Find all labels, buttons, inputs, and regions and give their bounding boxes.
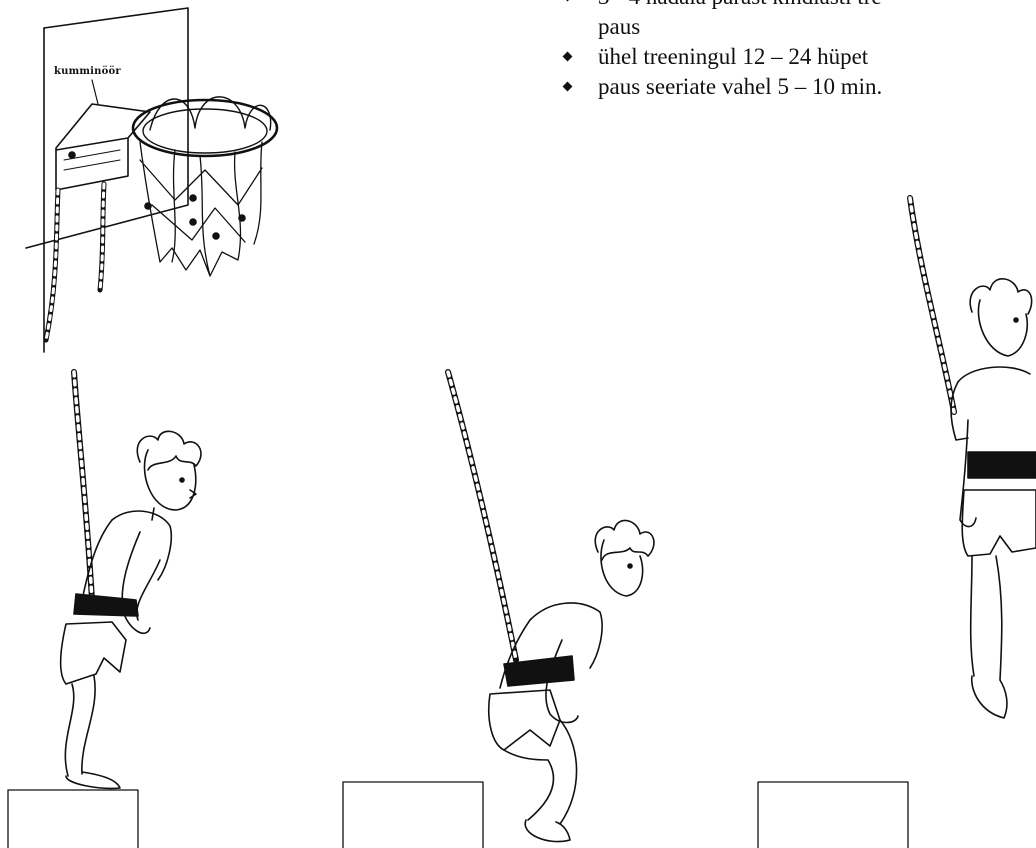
hoop-bracket bbox=[56, 104, 150, 150]
jumper-figure-1 bbox=[61, 372, 201, 788]
jump-box-2 bbox=[343, 782, 483, 848]
jumper-figure-3 bbox=[910, 198, 1036, 718]
jump-box-3 bbox=[758, 782, 908, 848]
belt-icon bbox=[968, 452, 1036, 478]
jump-box-1 bbox=[8, 790, 138, 848]
basketball-hoop-illustration bbox=[26, 8, 277, 352]
belt-icon bbox=[74, 594, 138, 616]
hoop-net bbox=[140, 142, 262, 276]
jumper-figure-2 bbox=[448, 372, 654, 842]
wall-line bbox=[26, 8, 188, 248]
